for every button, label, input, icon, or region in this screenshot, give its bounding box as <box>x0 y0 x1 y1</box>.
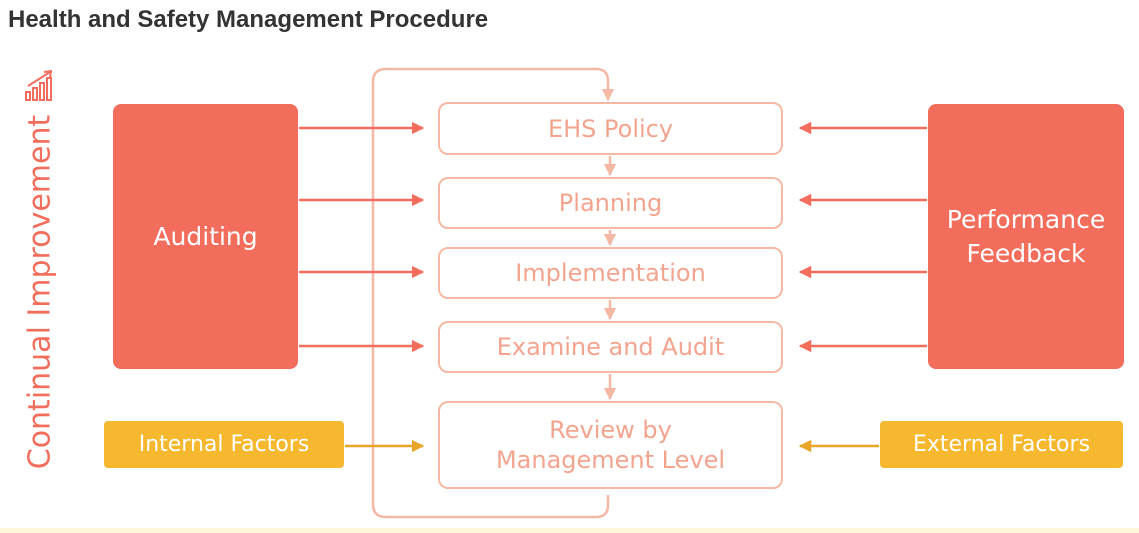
auditing-label: Auditing <box>153 221 258 251</box>
internal-factors-label: Internal Factors <box>138 432 310 457</box>
step-label: Implementation <box>515 259 706 287</box>
auditing-box: Auditing <box>113 104 298 369</box>
performance-feedback-label: Performance Feedback <box>946 204 1106 268</box>
improvement-loop-line <box>371 67 615 519</box>
step-ehs-policy: EHS Policy <box>438 102 783 155</box>
step-label: EHS Policy <box>547 114 674 143</box>
bottom-divider <box>0 528 1139 533</box>
step-review-by-management: Review by Management Level <box>438 401 783 489</box>
step-label: Examine and Audit <box>496 333 725 361</box>
step-implementation: Implementation <box>438 247 783 299</box>
page-title: Health and Safety Management Procedure <box>8 6 489 33</box>
continual-improvement-label: Continual Improvement <box>22 114 58 470</box>
step-planning: Planning <box>438 177 783 229</box>
step-label: Review by Management Level <box>495 416 726 474</box>
external-factors-label: External Factors <box>912 432 1091 457</box>
step-label: Planning <box>558 189 663 217</box>
external-factors-box: External Factors <box>880 421 1123 468</box>
improvement-bar-chart-icon <box>25 69 53 101</box>
internal-factors-box: Internal Factors <box>104 421 344 468</box>
step-examine-and-audit: Examine and Audit <box>438 321 783 373</box>
performance-feedback-box: Performance Feedback <box>928 104 1124 369</box>
